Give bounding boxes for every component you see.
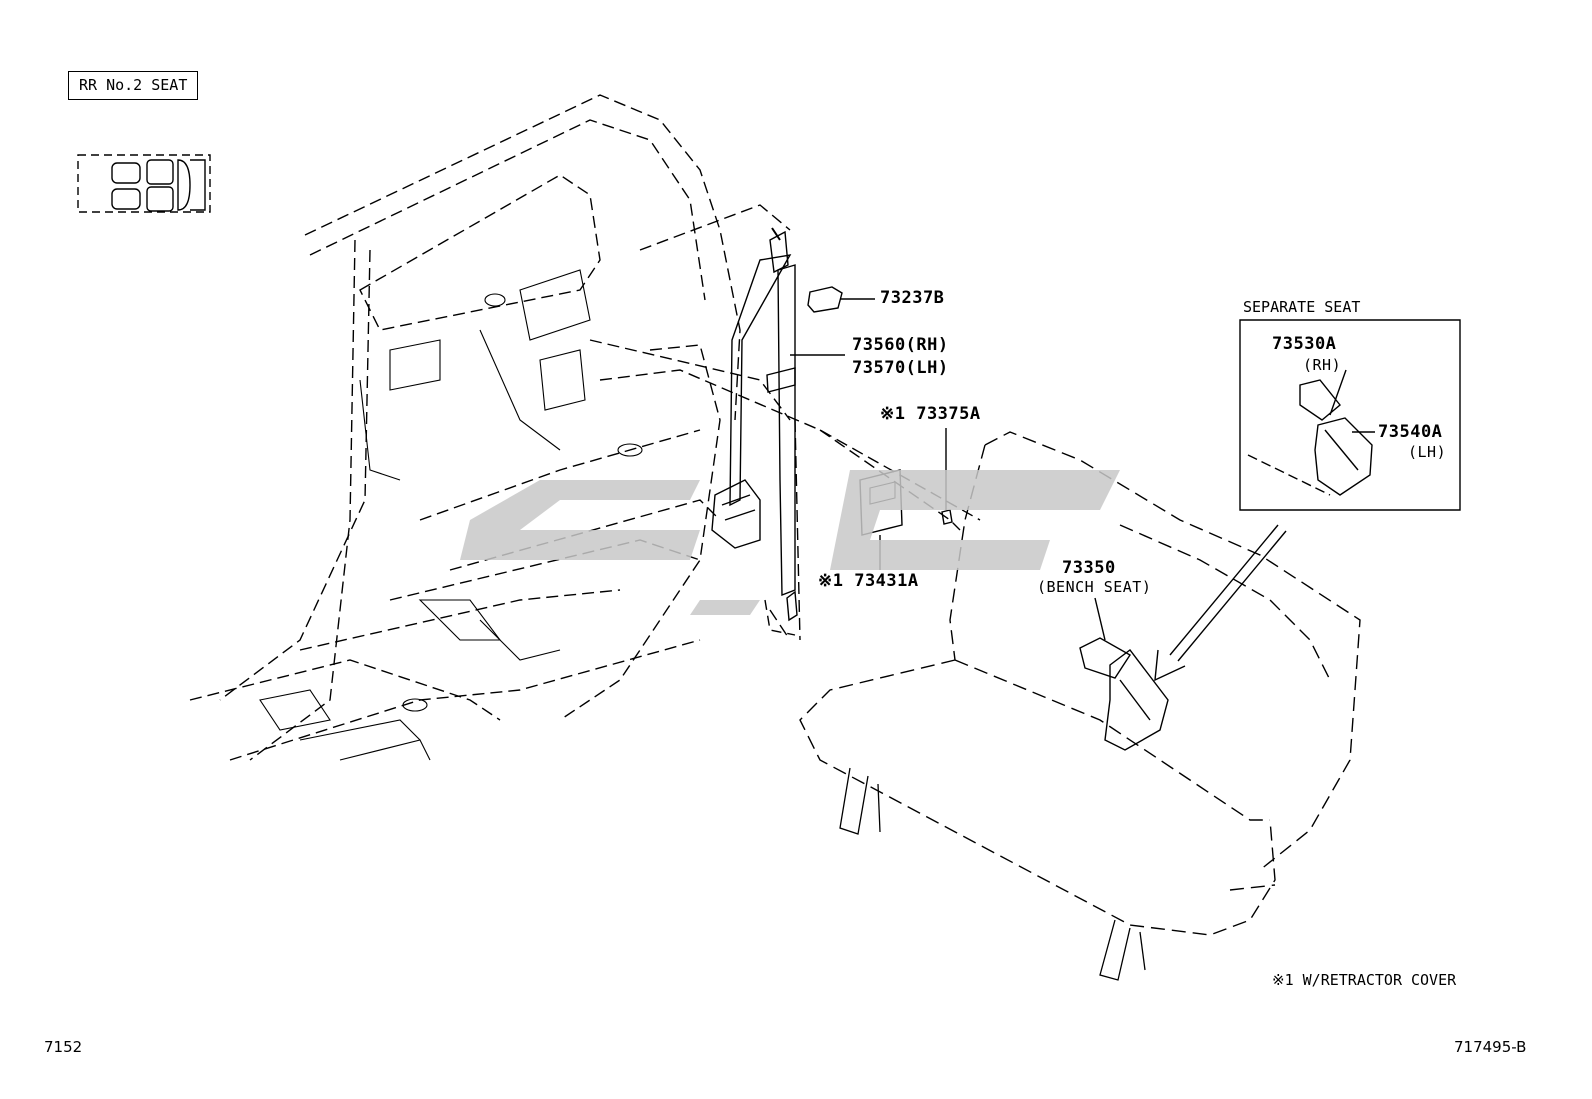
part-label-73530a: 73530A [1272, 334, 1337, 354]
part-sublabel-73530a: (RH) [1303, 356, 1342, 374]
phantom-line [820, 430, 960, 530]
part-label-73375a: ※1 73375A [880, 404, 981, 424]
part-label-73431a: ※1 73431A [818, 571, 919, 591]
part-73375a-shape [942, 510, 952, 524]
body-panel-details [260, 270, 642, 760]
inset-title: SEPARATE SEAT [1243, 298, 1361, 316]
separate-seat-buckle [1248, 370, 1375, 495]
part-label-73540a: 73540A [1378, 422, 1443, 442]
vehicle-body-outline [190, 95, 980, 760]
bench-seat-legs [840, 768, 1145, 980]
leader-73350 [1095, 598, 1105, 640]
view-label: RR No.2 SEAT [68, 71, 199, 100]
footer-left-code: 7152 [44, 1038, 83, 1056]
part-sublabel-73540a: (LH) [1408, 443, 1447, 461]
part-label-73237b: 73237B [880, 288, 945, 308]
reference-arrow [1155, 525, 1286, 680]
part-label-73560: 73560(RH) [852, 335, 949, 355]
part-label-73350: 73350 [1062, 558, 1116, 578]
part-label-73570: 73570(LH) [852, 358, 949, 378]
part-73237b-shape [808, 287, 842, 312]
part-sublabel-bench-seat: (BENCH SEAT) [1037, 578, 1152, 596]
bench-seat-buckle [1080, 638, 1168, 750]
footer-right-code: 717495-B [1454, 1038, 1527, 1056]
seat-belt-assembly [712, 228, 797, 635]
watermark-logo [460, 470, 1120, 615]
separate-seat-inset-box [1240, 320, 1460, 510]
seat-layout-icon [78, 155, 210, 212]
footnote-retractor-cover: ※1 W/RETRACTOR COVER [1272, 971, 1457, 989]
